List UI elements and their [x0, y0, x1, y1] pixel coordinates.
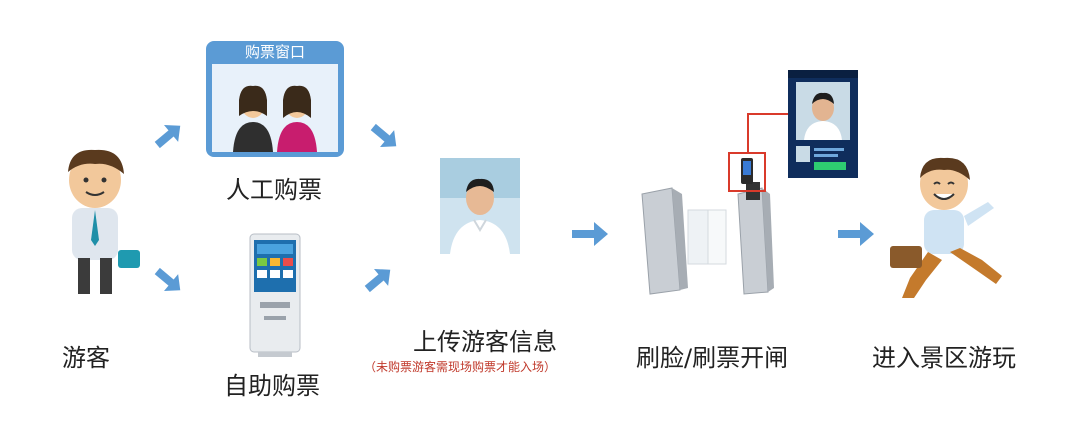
arrow-kiosk-to-upload [360, 262, 396, 298]
visitor-label: 游客 [62, 344, 110, 372]
ticket-window-figure: 购票窗口 [205, 40, 345, 158]
self-ticket-label: 自助购票 [224, 372, 320, 400]
upload-info-label: 上传游客信息 [413, 328, 557, 356]
arrow-upload-to-gate [570, 220, 610, 248]
upload-note: （未购票游客需现场购票才能入场） [364, 360, 557, 374]
ticket-window-sign: 购票窗口 [244, 43, 305, 61]
enter-label: 进入景区游玩 [872, 344, 1016, 372]
visitor-figure [40, 140, 150, 300]
turnstile-gate-figure [634, 180, 774, 296]
face-recognition-screen [788, 70, 858, 178]
manual-ticket-label: 人工购票 [226, 176, 322, 204]
happy-visitor-figure [884, 150, 1014, 300]
arrow-window-to-upload [366, 118, 402, 154]
visitor-photo [440, 158, 520, 254]
self-service-kiosk-figure [248, 232, 302, 358]
arrow-visitor-to-window [150, 118, 186, 154]
arrow-visitor-to-kiosk [150, 262, 186, 298]
face-scanner-device [728, 152, 766, 192]
arrow-gate-to-enter [836, 220, 876, 248]
gate-label: 刷脸/刷票开闸 [636, 344, 789, 372]
